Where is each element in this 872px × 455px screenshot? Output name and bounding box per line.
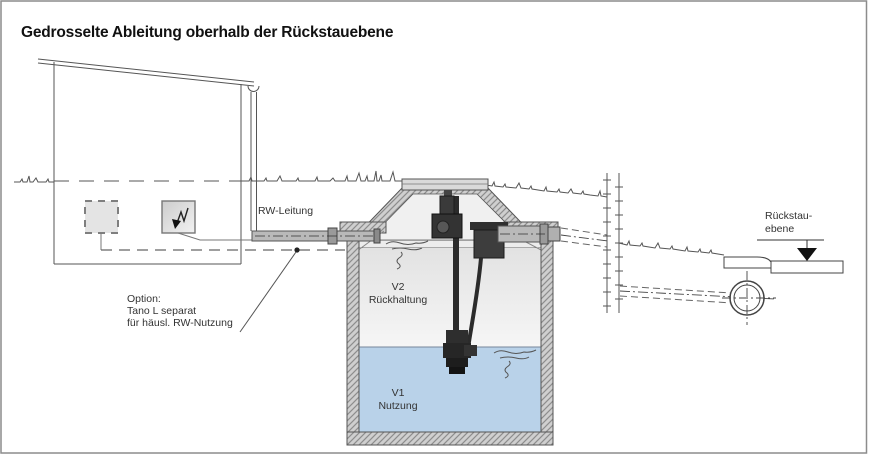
- pump-body-top: [446, 330, 468, 343]
- downpipe: [250, 92, 257, 231]
- boundary-ticks-left: [603, 179, 611, 307]
- outlet-pipe: [497, 223, 776, 304]
- hidden-pipe-top-upper: [560, 227, 608, 236]
- pump-foot: [449, 367, 465, 374]
- grass-boundary-to-street: [618, 239, 725, 256]
- leader-dot: [294, 247, 300, 253]
- backflow-level-marker: Rückstau- ebene: [757, 210, 824, 261]
- house-outline: [37, 58, 260, 265]
- street-profile: [723, 256, 844, 274]
- option-label-2: Tano L separat: [127, 305, 196, 317]
- v2-label: V2: [392, 281, 405, 293]
- sewer-pipe-section: [722, 271, 776, 325]
- option-label-3: für häusl. RW-Nutzung: [127, 317, 233, 329]
- grass-cistern-to-boundary: [485, 180, 608, 198]
- pump-body-lower: [446, 358, 468, 367]
- hidden-pipe-center-upper: [560, 234, 609, 242]
- sewer-crosshair: [722, 271, 776, 325]
- water-level-symbol-bottom: [493, 349, 537, 379]
- grass-left-of-house: [14, 175, 54, 183]
- hidden-pipe-bottom-upper: [560, 240, 608, 248]
- rueckstau-label-1: Rückstau-: [765, 210, 813, 222]
- gutter-icon: [247, 85, 260, 92]
- water-level-symbol-top: [385, 240, 429, 270]
- cistern: V2 Rückhaltung V1 Nutzung: [339, 178, 559, 446]
- sidewalk-section: [723, 256, 772, 269]
- motor-detail: [436, 220, 450, 234]
- control-device-box: [161, 200, 196, 234]
- optional-appliance-box-dashed: [84, 200, 119, 234]
- cistern-right-wall: [540, 239, 554, 446]
- outlet-flange-2: [547, 226, 561, 242]
- v2-name-label: Rückhaltung: [369, 294, 428, 306]
- option-leader-line: [239, 251, 297, 333]
- option-label-1: Option:: [127, 293, 161, 305]
- rw-leitung-label: RW-Leitung: [258, 205, 313, 217]
- level-line: [757, 239, 824, 249]
- rueckstau-label-2: ebene: [765, 223, 794, 235]
- rw-inlet-pipe: RW-Leitung: [251, 205, 381, 245]
- hidden-pipe-top-lower: [619, 285, 732, 294]
- v1-label: V1: [392, 387, 405, 399]
- hidden-pipe-bottom-lower: [619, 295, 733, 304]
- pump-hose: [466, 257, 483, 349]
- boundary-ticks-right: [615, 186, 623, 300]
- level-triangle-icon: [797, 248, 817, 261]
- boundary-markers: [603, 173, 623, 313]
- appliance-boxes: [84, 200, 255, 250]
- device-connection-line: [177, 232, 255, 241]
- cistern-floor: [346, 431, 554, 446]
- roof-line-lower: [37, 62, 255, 87]
- pump-assembly: [431, 190, 508, 374]
- riser-top-knob: [444, 190, 452, 198]
- roof-line-upper: [37, 58, 255, 83]
- pump-elbow: [464, 345, 477, 356]
- cistern-left-wall: [346, 239, 360, 446]
- diagram-title: Gedrosselte Ableitung oberhalb der Rücks…: [21, 24, 394, 41]
- ground-line: [14, 170, 725, 256]
- riser-pipe: [453, 196, 459, 334]
- device-zigzag-icon: [172, 207, 189, 229]
- overflow-siphon-lip: [470, 222, 508, 230]
- street-section: [770, 260, 844, 274]
- option-note: Option: Tano L separat für häusl. RW-Nut…: [101, 247, 345, 333]
- cistern-lid: [401, 178, 489, 191]
- grass-house-to-cistern: [241, 170, 402, 182]
- inlet-end-cap: [373, 228, 381, 244]
- v1-name-label: Nutzung: [378, 400, 417, 412]
